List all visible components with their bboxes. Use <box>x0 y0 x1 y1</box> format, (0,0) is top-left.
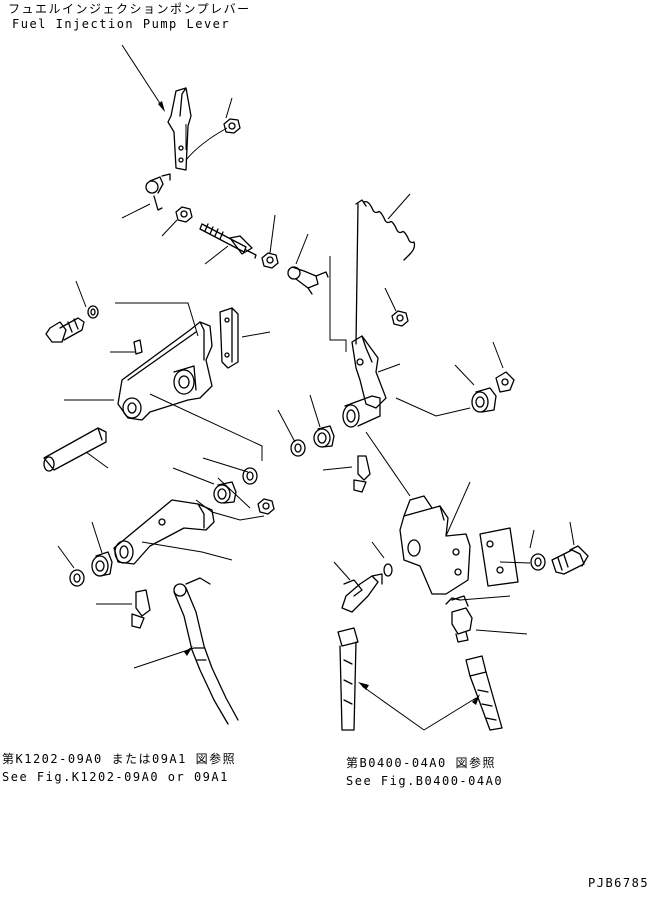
nut-middle-small <box>175 206 193 223</box>
nut-rod-end <box>261 252 279 269</box>
return-spring <box>355 199 416 345</box>
bushing-lower-left <box>91 551 113 577</box>
link-plate <box>219 307 239 369</box>
cable-left <box>173 577 239 725</box>
turnbuckle-rod <box>199 223 257 259</box>
bushing-right-crank <box>342 395 381 428</box>
reference-left-japanese: 第K1202-09A0 または09A1 図参照 <box>2 752 237 766</box>
gasket-plate <box>479 527 519 587</box>
retaining-clip <box>445 597 461 605</box>
nut-top <box>223 118 241 134</box>
nut-right-top <box>391 310 409 327</box>
fuel-pipe-right <box>465 655 503 731</box>
drawing-code: PJB6785 <box>588 876 650 890</box>
title-english: Fuel Injection Pump Lever <box>12 17 231 31</box>
nut-mid <box>257 498 275 515</box>
grease-nipple-left <box>131 589 151 629</box>
ball-joint-top <box>145 173 171 211</box>
union-fitting <box>451 595 473 643</box>
fuel-injection-pump-lever <box>167 87 192 171</box>
bushing-centre-large <box>313 425 335 448</box>
washer-centre <box>290 439 306 457</box>
bushing-mid-left <box>213 481 237 504</box>
shaft-left <box>43 427 107 472</box>
washer-mid-left <box>242 467 258 485</box>
reference-right-japanese: 第B0400-04A0 図参照 <box>346 756 496 770</box>
bolt-right <box>551 545 589 575</box>
reference-left-english: See Fig.K1202-09A0 or 09A1 <box>2 770 229 784</box>
leader-arrowheads <box>158 101 480 705</box>
fuel-pipe-left <box>337 627 359 731</box>
o-ring <box>383 563 393 577</box>
leader-lines <box>57 44 575 731</box>
washer-lower-left <box>69 569 85 587</box>
elbow-fitting <box>341 573 383 613</box>
pump-governor-housing <box>399 495 471 595</box>
bolt-left <box>45 317 85 343</box>
pin-left <box>133 339 143 355</box>
title-japanese: フュエルインジェクションポンプレバー <box>8 2 251 16</box>
washer-right <box>530 553 546 571</box>
main-lever-plate <box>117 321 213 421</box>
bushing-right-pair <box>471 371 515 413</box>
washer-left <box>87 305 99 319</box>
bell-crank-right <box>351 335 387 409</box>
grease-nipple-right <box>353 455 371 493</box>
lower-lever <box>113 499 215 565</box>
ball-joint-right <box>287 266 329 295</box>
reference-right-english: See Fig.B0400-04A0 <box>346 774 504 788</box>
